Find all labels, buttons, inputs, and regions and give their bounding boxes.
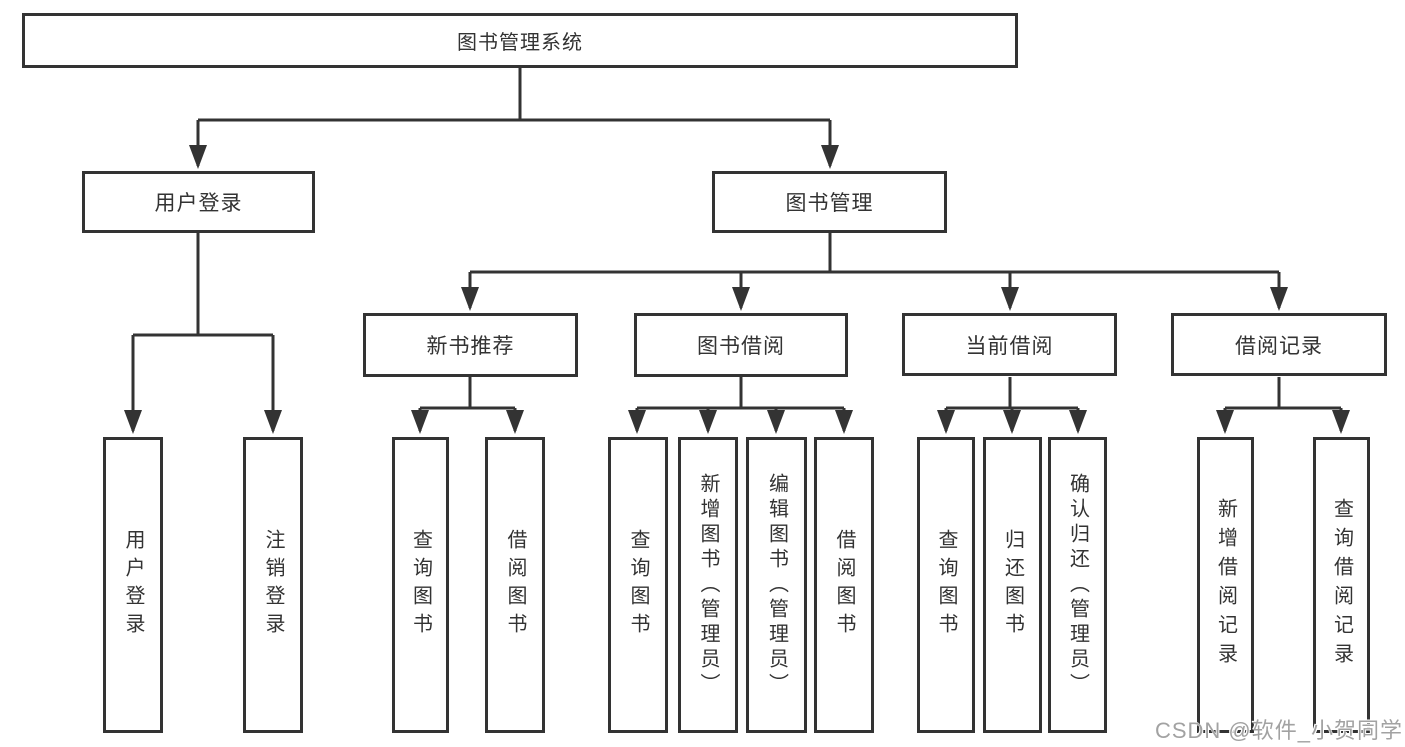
node-book-management: 图书管理 (712, 171, 947, 233)
node-borrowing-records: 借阅记录 (1171, 313, 1387, 376)
leaf-query-books-borrow: 查询图书 (608, 437, 668, 733)
node-book-borrowing: 图书借阅 (634, 313, 848, 377)
connector-segments (133, 68, 1341, 410)
leaf-borrow-books: 借阅图书 (814, 437, 874, 733)
node-library-management-system: 图书管理系统 (22, 13, 1018, 68)
leaf-add-borrow-record: 新增借阅记录 (1197, 437, 1254, 733)
leaf-borrow-books-recommend: 借阅图书 (485, 437, 545, 733)
node-current-borrowing: 当前借阅 (902, 313, 1117, 376)
leaf-add-book-admin: 新增图书（管理员） (678, 437, 738, 733)
csdn-watermark: CSDN @软件_小贺同学 (1154, 718, 1403, 743)
leaf-confirm-return-admin: 确认归还（管理员） (1048, 437, 1107, 733)
leaf-user-login: 用户登录 (103, 437, 163, 733)
leaf-query-borrow-record: 查询借阅记录 (1313, 437, 1370, 733)
leaf-edit-book-admin: 编辑图书（管理员） (746, 437, 807, 733)
node-user-login: 用户登录 (82, 171, 315, 233)
leaf-logout: 注销登录 (243, 437, 303, 733)
leaf-return-book: 归还图书 (983, 437, 1042, 733)
leaf-query-books-current: 查询图书 (917, 437, 975, 733)
leaf-query-books-recommend: 查询图书 (392, 437, 449, 733)
node-new-book-recommendation: 新书推荐 (363, 313, 578, 377)
